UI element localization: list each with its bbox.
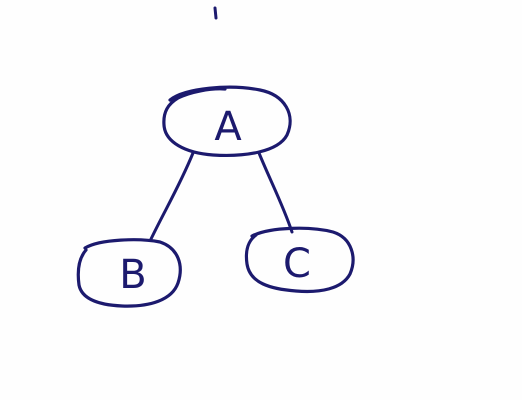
- node-a: A: [162, 85, 292, 157]
- node-a-outline: [162, 85, 292, 157]
- node-b-label: B: [119, 252, 146, 298]
- node-a-label: A: [214, 104, 242, 150]
- node-c-outline: [244, 226, 355, 294]
- node-b-outline: [76, 238, 182, 308]
- node-b: B: [76, 238, 182, 308]
- edge-a-b: [149, 151, 195, 241]
- node-c: C: [244, 226, 355, 294]
- edge-a-c: [257, 151, 294, 234]
- node-c-label: C: [283, 241, 311, 287]
- stray-mark: [213, 6, 218, 20]
